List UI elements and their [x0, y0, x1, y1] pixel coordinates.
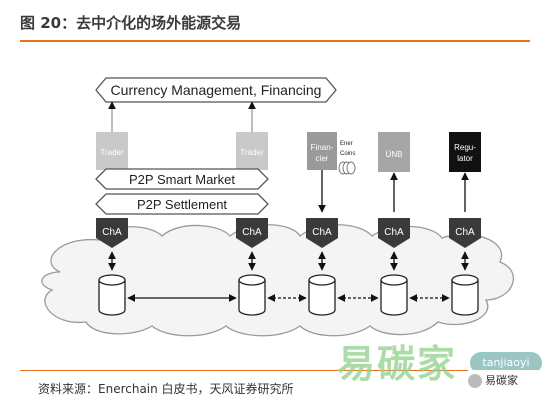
ledger-node-5 — [451, 274, 479, 316]
ledger-node-3 — [308, 274, 336, 316]
channel-node-3: ChA — [306, 218, 338, 248]
channel-node-4: ChA — [378, 218, 410, 248]
channel-label-3: ChA — [312, 227, 332, 238]
footer-divider — [20, 370, 530, 371]
regulator-label-line2: lator — [457, 154, 473, 163]
trader-label-right: Trader — [240, 148, 264, 157]
regulator-box — [449, 132, 481, 172]
wechat-watermark: 易碳家 — [468, 370, 546, 392]
trader-label-left: Trader — [100, 148, 124, 157]
trader-box-right — [236, 132, 268, 170]
channel-label-4: ChA — [384, 227, 404, 238]
source-note: 资料来源：Enerchain 白皮书，天风证券研究所 — [38, 382, 294, 396]
ener-coins-label-line1: Ener — [340, 141, 353, 147]
figure-title: 图 20：去中介化的场外能源交易 — [20, 14, 242, 32]
financier-label-line1: Finan- — [311, 143, 334, 152]
p2p-settlement-banner: P2P Settlement — [95, 193, 269, 215]
watermark-text: 易碳家 — [337, 342, 458, 386]
unb-box — [378, 132, 410, 172]
regulator-label-line1: Regu- — [454, 143, 476, 152]
currency-banner-label: Currency Management, Financing — [111, 82, 322, 98]
ener-coins-label-line2: Coins — [340, 151, 355, 157]
financier-box — [307, 132, 337, 170]
channel-node-2: ChA — [236, 218, 268, 248]
channel-node-5: ChA — [449, 218, 481, 248]
channel-label-2: ChA — [242, 227, 262, 238]
unb-label: ÜNB — [386, 150, 403, 159]
p2p-settlement-label: P2P Settlement — [137, 197, 227, 212]
header-divider — [20, 40, 530, 42]
channel-label-1: ChA — [102, 227, 122, 238]
wechat-icon — [468, 374, 482, 388]
ledger-node-4 — [380, 274, 408, 316]
channel-label-5: ChA — [455, 227, 475, 238]
channel-node-1: ChA — [96, 218, 128, 248]
coins-icon — [338, 161, 356, 175]
p2p-smart-market-banner: P2P Smart Market — [95, 168, 269, 190]
currency-management-banner: Currency Management, Financing — [95, 77, 337, 103]
wechat-watermark-label: 易碳家 — [485, 374, 518, 387]
figure-header: 图 20：去中介化的场外能源交易 — [0, 0, 550, 42]
ledger-node-1 — [98, 274, 126, 316]
p2p-smart-market-label: P2P Smart Market — [129, 172, 235, 187]
ledger-node-2 — [238, 274, 266, 316]
trader-box-left — [96, 132, 128, 170]
financier-label-line2: cier — [316, 154, 329, 163]
watermark-badge: tanjiaoyi — [470, 352, 542, 374]
